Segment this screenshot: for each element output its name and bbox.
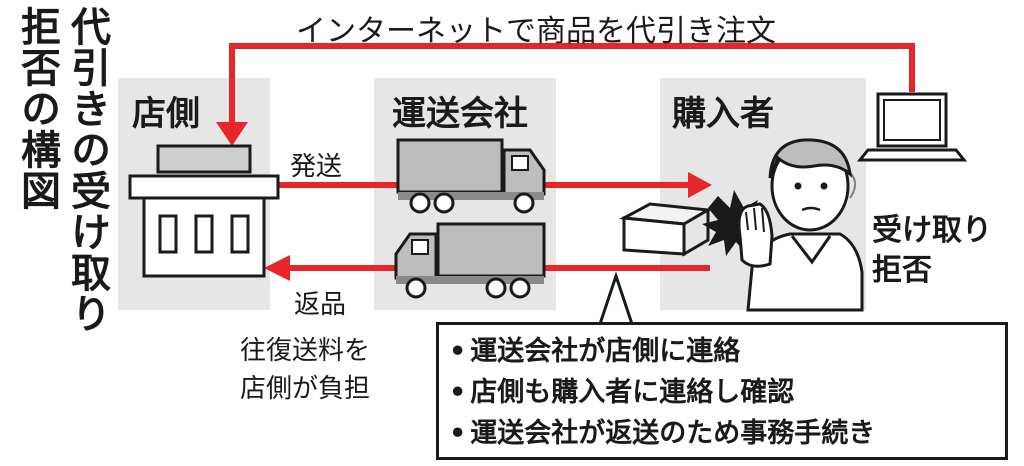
package-icon (618, 202, 713, 257)
cost-note-line1: 往復送料を (240, 336, 371, 366)
carrier-heading: 運送会社 (392, 94, 528, 134)
diagram-title-line2: 拒否の構図 (14, 6, 60, 211)
buyer-person-icon (737, 138, 864, 312)
return-truck-icon (394, 222, 546, 299)
buyer-heading: 購入者 (672, 94, 774, 134)
shop-icon (128, 144, 280, 278)
note-item: 運送会社が返送のため事務手続き (449, 413, 995, 454)
order-arrow (216, 43, 915, 146)
diagram-title-line1: 代引きの受け取り (64, 6, 110, 334)
notes-list: 運送会社が店側に連絡 店側も購入者に連絡し確認 運送会社が返送のため事務手続き (449, 331, 995, 454)
cost-note-line2: 店側が負担 (240, 374, 371, 404)
truck-icon (396, 138, 546, 214)
return-label: 返品 (294, 290, 347, 320)
notes-box: 運送会社が店側に連絡 店側も購入者に連絡し確認 運送会社が返送のため事務手続き (436, 322, 1008, 460)
callout-pointer (597, 271, 635, 326)
laptop-icon (856, 92, 968, 162)
note-item: 運送会社が店側に連絡 (449, 331, 995, 372)
shop-heading: 店側 (132, 94, 200, 134)
refusal-label-line1: 受け取り (872, 213, 992, 248)
refusal-label-line2: 拒否 (872, 253, 932, 288)
ship-label: 発送 (290, 152, 343, 182)
note-item: 店側も購入者に連絡し確認 (449, 372, 995, 413)
order-label: インターネットで商品を代引き注文 (296, 14, 776, 49)
